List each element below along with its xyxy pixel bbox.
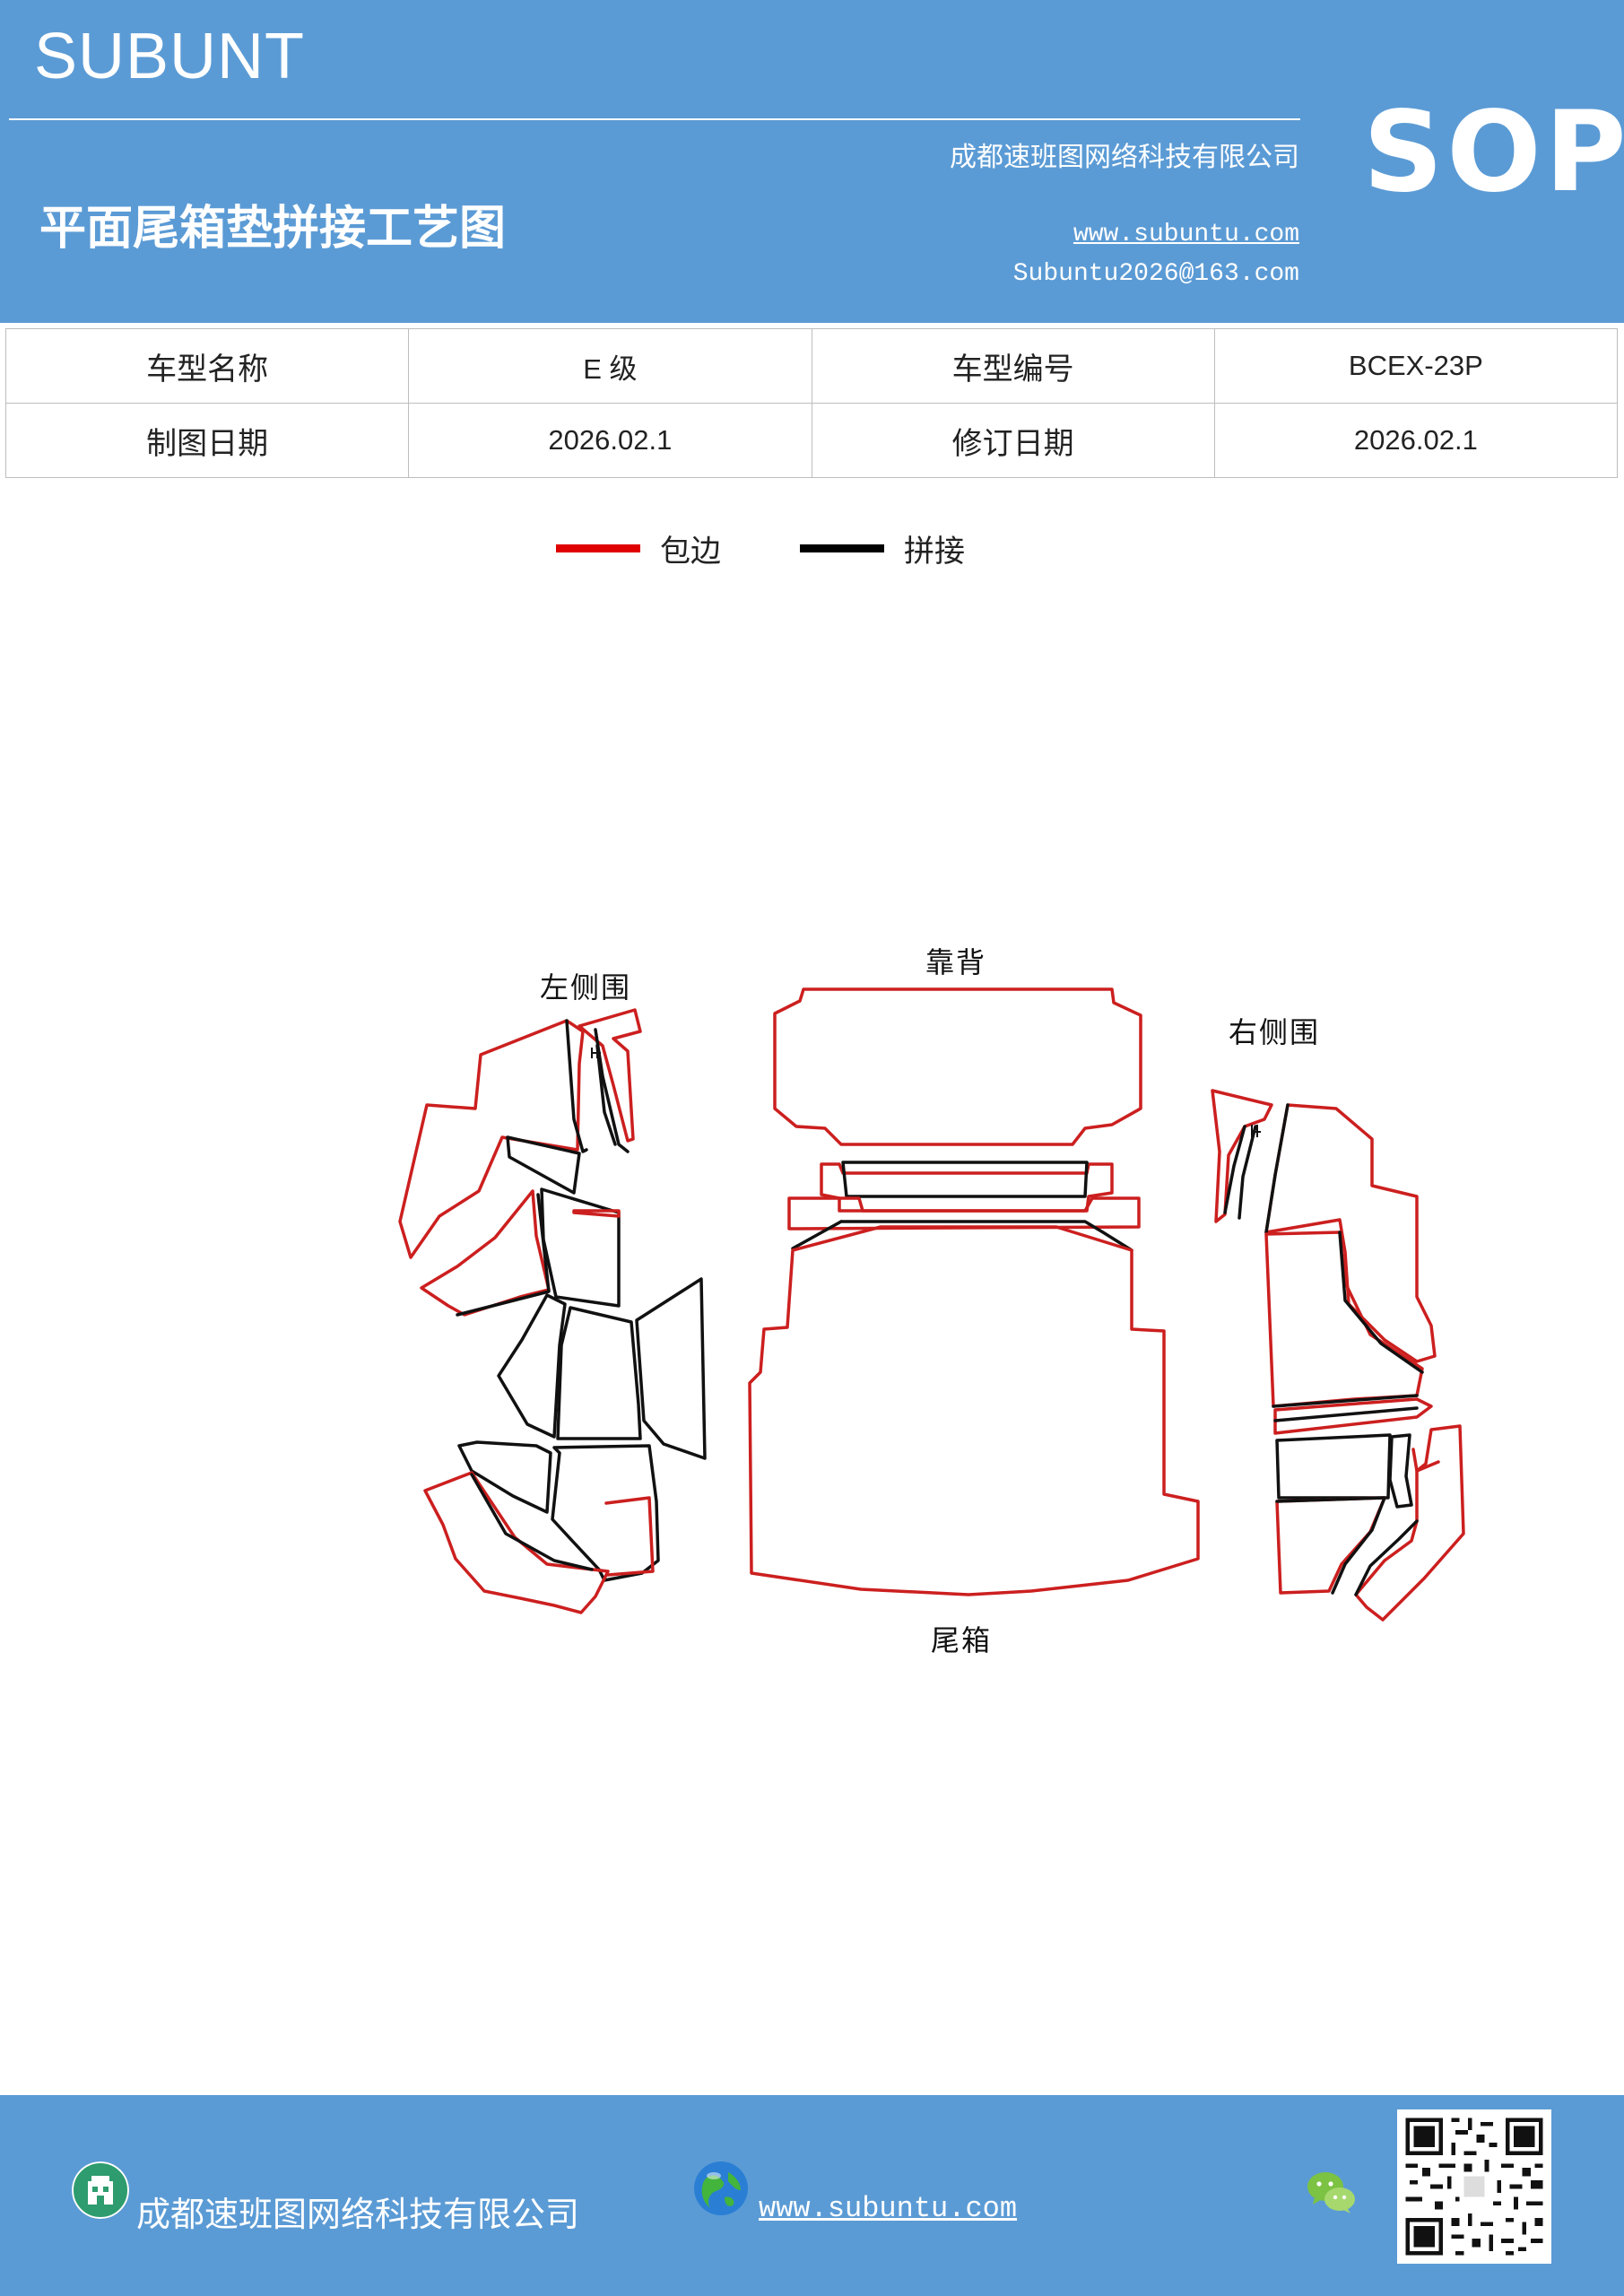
legend-label: 拼接 bbox=[904, 533, 965, 570]
left-piece-9 bbox=[635, 1277, 707, 1460]
table-cell-value: 2026.02.1 bbox=[1213, 403, 1619, 478]
qr-code[interactable] bbox=[1397, 2109, 1551, 2264]
right-piece-8 bbox=[1354, 1424, 1465, 1622]
building-icon bbox=[72, 2161, 129, 2219]
left-piece-11 bbox=[551, 1444, 660, 1582]
footer-website-link[interactable]: www.subuntu.com bbox=[759, 2192, 1018, 2225]
left-piece-7 bbox=[497, 1293, 567, 1439]
right-piece-7-seam bbox=[1275, 1496, 1386, 1595]
globe-icon bbox=[694, 2161, 748, 2215]
right-piece-3-seam bbox=[1272, 1231, 1424, 1408]
wechat-icon bbox=[1307, 2172, 1355, 2213]
label-right-side: 右侧围 bbox=[1229, 1015, 1321, 1049]
left-piece-6-edge bbox=[572, 1209, 621, 1218]
left-piece-12 bbox=[423, 1471, 610, 1614]
table-cell-value: BCEX-23P bbox=[1213, 328, 1619, 404]
trunk-top-seam bbox=[839, 1220, 1133, 1252]
right-piece-2-seam bbox=[1264, 1103, 1290, 1234]
backrest-piece bbox=[773, 987, 1142, 1146]
right-piece-1-seam bbox=[1223, 1125, 1257, 1220]
right-piece-5 bbox=[1275, 1433, 1392, 1500]
brand-logo-text: SUBUNT bbox=[34, 21, 306, 92]
table-cell-value: 2026.02.1 bbox=[408, 403, 812, 478]
header-divider bbox=[9, 118, 1300, 120]
right-piece-2 bbox=[1264, 1103, 1437, 1363]
footer-company-name: 成都速班图网络科技有限公司 bbox=[136, 2195, 580, 2234]
table-cell-value: E 级 bbox=[408, 328, 812, 404]
email-address: Subuntu2026@163.com bbox=[1012, 260, 1299, 288]
vehicle-info-table: 车型名称 E 级 车型编号 BCEX-23P 制图日期 2026.02.1 修订… bbox=[4, 328, 1619, 478]
right-piece-4 bbox=[1273, 1397, 1433, 1435]
legend-swatch-black bbox=[800, 544, 884, 552]
left-piece-1-seam bbox=[565, 1019, 588, 1153]
left-piece-4 bbox=[506, 1135, 581, 1195]
backrest-band bbox=[820, 1162, 1114, 1213]
right-piece-9 bbox=[1411, 1448, 1440, 1473]
legend-label: 包边 bbox=[660, 533, 721, 570]
trunk-top-seam-left bbox=[791, 1220, 843, 1250]
left-piece-8 bbox=[556, 1306, 642, 1440]
table-cell-label: 制图日期 bbox=[4, 403, 410, 478]
left-piece-10 bbox=[457, 1440, 552, 1514]
right-piece-6 bbox=[1388, 1433, 1413, 1509]
left-piece-6 bbox=[540, 1187, 621, 1308]
header-banner: SUBUNT 平面尾箱垫拼接工艺图 成都速班图网络科技有限公司 www.subu… bbox=[0, 0, 1624, 323]
right-piece-4-seam bbox=[1273, 1406, 1419, 1422]
page-title: 平面尾箱垫拼接工艺图 bbox=[39, 202, 507, 256]
splice-diagram bbox=[398, 987, 1465, 1622]
left-piece-12-seam bbox=[470, 1473, 594, 1571]
left-mark bbox=[591, 1048, 601, 1058]
right-piece-1 bbox=[1211, 1089, 1273, 1223]
legend-item-seam: 拼接 bbox=[800, 526, 965, 570]
left-piece-13 bbox=[604, 1496, 655, 1577]
label-left-side: 左侧围 bbox=[540, 970, 632, 1004]
website-link[interactable]: www.subuntu.com bbox=[1073, 221, 1299, 248]
sop-badge: SOP bbox=[1363, 88, 1624, 217]
left-piece-1 bbox=[398, 1019, 585, 1259]
label-trunk: 尾箱 bbox=[931, 1623, 993, 1657]
trunk-piece bbox=[748, 1225, 1200, 1596]
left-piece-5 bbox=[420, 1189, 551, 1317]
table-cell-label: 修订日期 bbox=[811, 403, 1215, 478]
table-row: 制图日期 2026.02.1 修订日期 2026.02.1 bbox=[4, 403, 1619, 478]
left-piece-3 bbox=[595, 1044, 617, 1146]
right-mark bbox=[1251, 1125, 1261, 1137]
table-cell-label: 车型编号 bbox=[811, 328, 1215, 404]
legend-item-edge: 包边 bbox=[556, 526, 721, 570]
table-row: 车型名称 E 级 车型编号 BCEX-23P bbox=[4, 328, 1619, 404]
right-piece-8-seam bbox=[1354, 1519, 1419, 1596]
label-backrest: 靠背 bbox=[925, 945, 987, 979]
backrest-band-seam bbox=[841, 1161, 1089, 1198]
left-piece-2 bbox=[578, 1008, 642, 1143]
company-name: 成都速班图网络科技有限公司 bbox=[950, 142, 1299, 173]
table-cell-label: 车型名称 bbox=[4, 328, 410, 404]
legend-swatch-red bbox=[556, 544, 640, 552]
